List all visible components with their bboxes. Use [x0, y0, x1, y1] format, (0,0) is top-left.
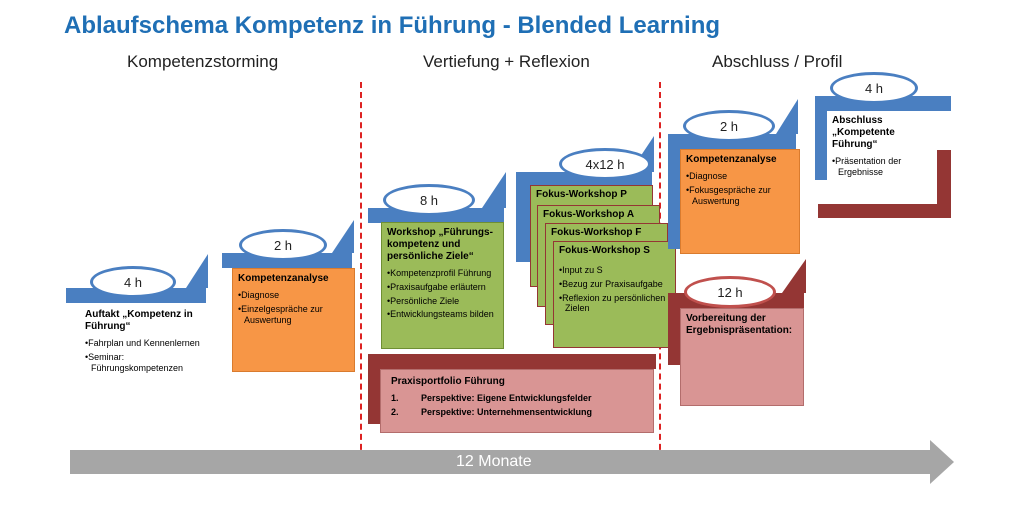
duration-badge-7: 12 h — [684, 276, 776, 308]
card-heading: Praxisportfolio Führung — [391, 376, 505, 387]
ribbon-step-5-side — [668, 134, 680, 249]
portfolio-text: Perspektive: Unternehmensentwicklung — [421, 406, 593, 417]
card-auftakt: Auftakt „Kompetenz in Führung“ Fahrplan … — [80, 305, 208, 397]
card-heading: Vorbereitung der Ergebnispräsentation: — [686, 313, 793, 336]
ribbon-step-4-side — [516, 172, 531, 262]
phase-kompetenzstorming: Kompetenzstorming — [127, 52, 279, 71]
list-item: Fahrplan und Kennenlernen — [85, 338, 203, 349]
phase-vertiefung: Vertiefung + Reflexion — [423, 52, 590, 71]
card-abschluss: Abschluss „Kompetente Führung“ Präsentat… — [827, 111, 937, 181]
ribbon-corner-3 — [482, 172, 506, 208]
page-title: Ablaufschema Kompetenz in Führung - Blen… — [64, 12, 721, 39]
portfolio-item: 2. Perspektive: Unternehmensentwicklung — [391, 407, 643, 418]
ribbon-corner-1 — [186, 254, 208, 288]
ribbon-portfolio — [368, 354, 656, 369]
duration-text: 4 h — [123, 274, 143, 290]
list-item: Entwicklungsteams bilden — [387, 309, 498, 320]
card-vorbereitung: Vorbereitung der Ergebnispräsentation: — [680, 308, 804, 406]
list-item: Diagnose — [238, 290, 349, 301]
list-item: Seminar: Führungskompetenzen — [85, 352, 203, 374]
card-kompetenzanalyse-2: Kompetenzanalyse Diagnose Fokusgespräche… — [680, 149, 800, 254]
ribbon-portfolio-side — [368, 354, 380, 424]
card-heading: Kompetenzanalyse — [238, 273, 329, 284]
card-fokus-s: Fokus-Workshop S Input zu S Bezug zur Pr… — [553, 241, 676, 348]
card-heading: Auftakt „Kompetenz in Führung“ — [85, 309, 193, 332]
timeline-label: 12 Monate — [456, 453, 532, 470]
timeline-arrow-head — [930, 440, 954, 484]
list-item: Persönliche Ziele — [387, 296, 498, 307]
card-heading: Fokus-Workshop A — [543, 209, 635, 220]
list-item: Fokusgespräche zur Auswertung — [686, 185, 794, 207]
card-heading: Fokus-Workshop S — [559, 245, 650, 256]
duration-text: 2 h — [273, 237, 293, 253]
duration-badge-3: 8 h — [383, 184, 475, 216]
card-praxisportfolio: Praxisportfolio Führung 1. Perspektive: E… — [380, 369, 654, 433]
card-heading: Abschluss „Kompetente Führung“ — [832, 115, 895, 150]
duration-text: 12 h — [717, 284, 743, 300]
card-heading: Fokus-Workshop P — [536, 189, 627, 200]
list-item: Reflexion zu persönlichen Zielen — [559, 293, 670, 315]
card-heading: Kompetenzanalyse — [686, 154, 777, 165]
duration-text: 2 h — [719, 118, 739, 134]
portfolio-number: 1. — [391, 393, 399, 403]
list-item: Kompetenzprofil Führung — [387, 268, 498, 279]
list-item: Praxisaufgabe erläutern — [387, 282, 498, 293]
card-heading: Fokus-Workshop F — [551, 227, 642, 238]
list-item: Präsentation der Ergebnisse — [832, 156, 932, 178]
ribbon-abschluss-bottom — [818, 204, 951, 218]
phase-abschluss: Abschluss / Profil — [712, 52, 843, 71]
duration-badge-4: 4x12 h — [559, 148, 651, 180]
ribbon-abschluss-right — [937, 150, 951, 218]
portfolio-text: Perspektive: Eigene Entwicklungsfelder — [421, 393, 592, 403]
ribbon-corner-vorbereitung — [782, 259, 806, 293]
portfolio-number: 2. — [391, 406, 399, 417]
card-kompetenzanalyse-1: Kompetenzanalyse Diagnose Einzelgespräch… — [232, 268, 355, 372]
duration-text: 8 h — [419, 192, 439, 208]
list-item: Diagnose — [686, 171, 794, 182]
list-item: Einzelgespräche zur Auswertung — [238, 304, 349, 326]
ribbon-corner-5 — [776, 99, 798, 134]
list-item: Bezug zur Praxisaufgabe — [559, 279, 670, 290]
ribbon-step-6-side — [815, 96, 827, 180]
duration-text: 4x12 h — [585, 156, 625, 172]
list-item: Input zu S — [559, 265, 670, 276]
duration-badge-2: 2 h — [239, 229, 327, 261]
duration-badge-6: 4 h — [830, 72, 918, 104]
duration-text: 4 h — [864, 80, 884, 96]
card-workshop: Workshop „Führungs-kompetenz und persönl… — [381, 222, 504, 349]
duration-badge-5: 2 h — [683, 110, 775, 142]
card-heading: Workshop „Führungs-kompetenz und persönl… — [387, 227, 493, 262]
ribbon-vorbereitung-side — [668, 293, 680, 365]
timeline-arrow — [70, 450, 932, 474]
ribbon-corner-2 — [332, 220, 354, 253]
duration-badge-1: 4 h — [90, 266, 176, 298]
portfolio-item: 1. Perspektive: Eigene Entwicklungsfelder — [391, 393, 643, 404]
phase-divider-1 — [360, 82, 362, 470]
